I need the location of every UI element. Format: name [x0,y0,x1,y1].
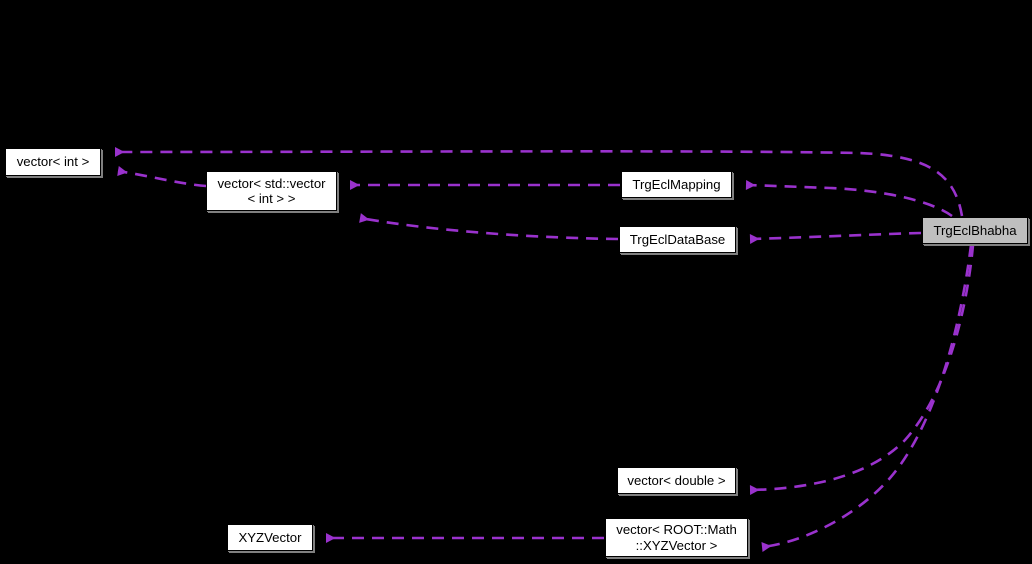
node-vector-double[interactable]: vector< double > [617,467,736,494]
node-trg-ecl-bhabha[interactable]: TrgEclBhabha [922,217,1028,244]
node-label: TrgEclDataBase [629,231,726,247]
node-label: TrgEclMapping [632,176,721,192]
node-vector-root-math-xyzvector[interactable]: vector< ROOT::Math ::XYZVector > [605,518,748,557]
edge-bhabha-to-vector-root-xyzvector [761,244,973,552]
node-trg-ecl-database[interactable]: TrgEclDataBase [619,226,736,253]
node-label: vector< double > [627,472,726,488]
node-xyzvector[interactable]: XYZVector [227,524,313,551]
node-label: vector< ROOT::Math ::XYZVector > [616,522,737,553]
node-label: TrgEclBhabha [933,222,1017,238]
edge-bhabha-to-database [749,231,922,244]
node-trg-ecl-mapping[interactable]: TrgEclMapping [621,171,732,198]
edge-bhabha-to-vector-int [114,147,964,217]
node-label: XYZVector [238,529,302,545]
edge-bhabha-to-vector-double [749,244,975,495]
node-vector-int[interactable]: vector< int > [5,148,101,176]
edge-bhabha-to-mapping [745,180,953,218]
edge-database-to-vector-stdvector [359,213,619,241]
node-label: vector< int > [16,154,90,170]
node-vector-std-vector-int[interactable]: vector< std::vector < int > > [206,171,337,211]
node-label: vector< std::vector < int > > [217,175,326,207]
edge-vector-stdvector-to-vector-int [117,166,207,188]
